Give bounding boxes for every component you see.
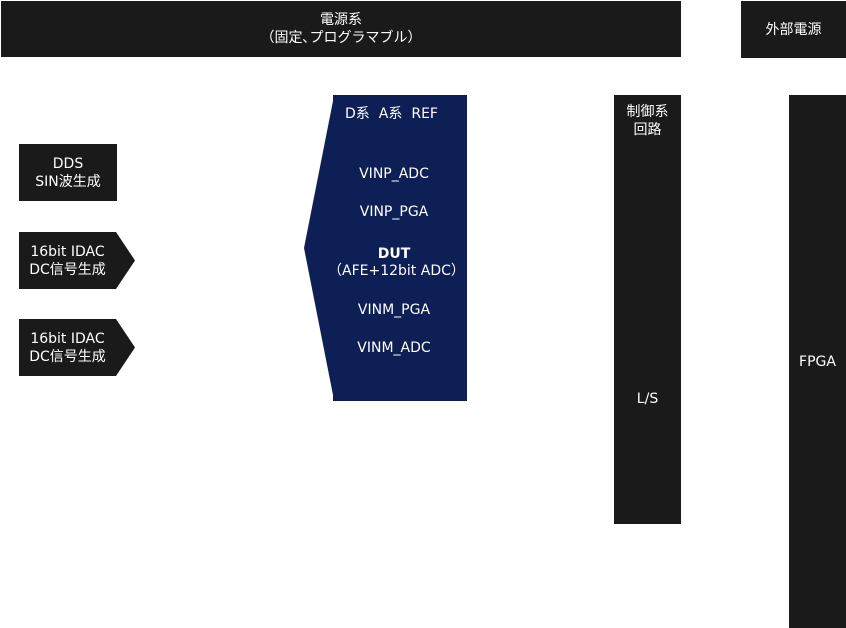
control-circuit-block: 制御系 回路 L/S <box>614 95 681 524</box>
vinp-pga-label: VINP_PGA <box>359 204 429 220</box>
power-system-block: 電源系 （固定､プログラマブル） <box>1 1 681 57</box>
external-power-block: 外部電源 <box>741 1 846 58</box>
dut-block: D系 A系 REF VINP_ADC VINP_PGA DUT （AFE+12bit… <box>304 95 467 401</box>
dut-subtitle: （AFE+12bit ADC） <box>328 263 465 279</box>
idac-2-label-line2: DC信号生成 <box>29 348 106 365</box>
vinp-adc-label: VINP_ADC <box>359 166 429 182</box>
dut-block-shape <box>304 95 467 401</box>
power-system-label-line2: （固定､プログラマブル） <box>260 30 422 46</box>
vinm-adc-label: VINM_ADC <box>357 340 431 356</box>
control-circuit-label-line2: 回路 <box>633 122 662 138</box>
idac-block-2-shape <box>19 319 135 376</box>
dds-label-line1: DDS <box>52 155 84 172</box>
rail-d-label: D系 <box>345 106 370 122</box>
control-circuit-title: 制御系 回路 <box>614 103 681 139</box>
external-power-label: 外部電源 <box>765 21 822 38</box>
idac-1-label-line1: 16bit IDAC <box>30 243 105 260</box>
dut-title: DUT <box>377 246 411 262</box>
control-circuit-label-line1: 制御系 <box>626 104 669 120</box>
idac-2-label-line1: 16bit IDAC <box>30 330 105 347</box>
idac-1-label-line2: DC信号生成 <box>29 261 106 278</box>
dds-label-line2: SIN波生成 <box>35 173 101 190</box>
vinm-pga-label: VINM_PGA <box>357 302 431 318</box>
power-system-label-line1: 電源系 <box>320 12 362 28</box>
rail-a-label: A系 <box>378 106 403 122</box>
idac-block-1: 16bit IDAC DC信号生成 <box>19 232 135 289</box>
level-shifter-label: L/S <box>636 391 659 407</box>
dds-block: DDS SIN波生成 <box>19 144 117 201</box>
dut-power-rails: D系 A系 REF <box>345 105 438 123</box>
fpga-block: FPGA <box>789 95 846 628</box>
rail-ref-label: REF <box>411 106 438 122</box>
idac-block-2: 16bit IDAC DC信号生成 <box>19 319 135 376</box>
idac-block-1-shape <box>19 232 135 289</box>
fpga-label: FPGA <box>799 353 836 370</box>
